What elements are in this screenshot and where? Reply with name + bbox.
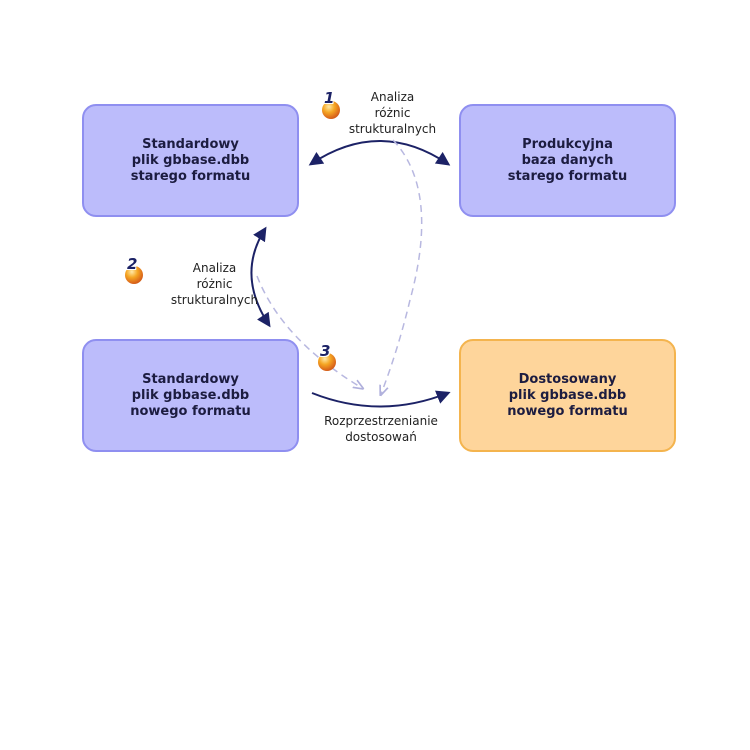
node-custom-new-format: Dostosowany plik gbbase.dbb nowego forma… — [459, 339, 676, 452]
dashed-arrow-from-step1 — [381, 139, 423, 394]
step-3-marker-icon — [318, 353, 336, 371]
step-2-marker-icon — [125, 266, 143, 284]
step-2-number: 2 — [127, 255, 138, 273]
step-3-number: 3 — [320, 342, 331, 360]
node-standard-new-format: Standardowy plik gbbase.dbb nowego forma… — [82, 339, 299, 452]
step1-label: Analiza różnic strukturalnych — [348, 90, 437, 136]
node-production-old-format: Produkcyjna baza danych starego formatu — [459, 104, 676, 217]
dashed-arrow-from-step2 — [256, 275, 362, 388]
node-standard-new-format-label: Standardowy plik gbbase.dbb nowego forma… — [130, 371, 251, 419]
arrow-step2 — [250, 226, 271, 328]
arrow-step1 — [308, 140, 451, 166]
node-standard-old-format: Standardowy plik gbbase.dbb starego form… — [82, 104, 299, 217]
node-custom-new-format-label: Dostosowany plik gbbase.dbb nowego forma… — [507, 371, 628, 419]
step2-label: Analiza różnic strukturalnych — [170, 261, 259, 307]
step3-label: Rozprzestrzenianie dostosowań — [324, 414, 438, 444]
node-standard-old-format-label: Standardowy plik gbbase.dbb starego form… — [130, 136, 251, 184]
node-production-old-format-label: Produkcyjna baza danych starego formatu — [507, 136, 628, 184]
arrow-step3 — [311, 390, 451, 408]
step-1-number: 1 — [324, 89, 335, 107]
step-1-marker-icon — [322, 101, 340, 119]
